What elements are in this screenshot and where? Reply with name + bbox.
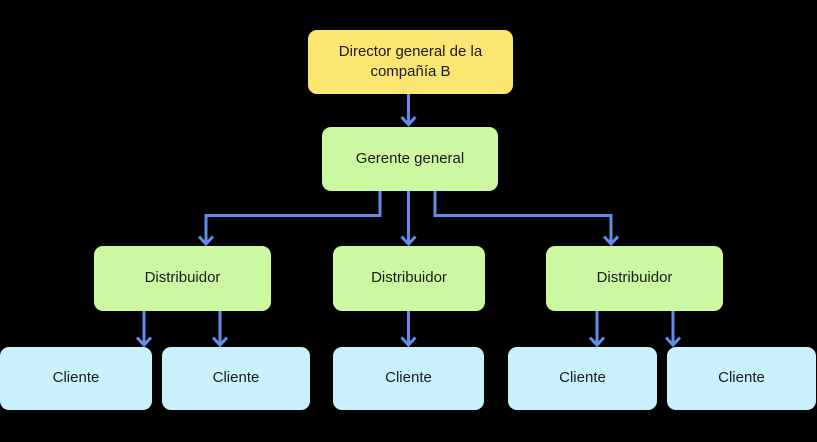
node-distribuidor-1-label: Distribuidor	[144, 269, 221, 287]
arrowhead-dist1-cli1	[135, 336, 153, 348]
edge-gerente-dist3	[433, 191, 613, 243]
node-gerente-general: Gerente general	[322, 127, 498, 191]
node-cliente-3: Cliente	[333, 347, 484, 410]
node-distribuidor-1: Distribuidor	[94, 246, 271, 311]
arrowhead-dist3-cli4	[588, 336, 606, 348]
node-director-general-label: Director general de la compañía B	[338, 42, 483, 80]
edge-gerente-dist1	[204, 191, 382, 243]
node-cliente-1: Cliente	[0, 347, 152, 410]
node-distribuidor-2-label: Distribuidor	[371, 269, 447, 287]
node-cliente-5: Cliente	[667, 347, 816, 410]
arrowhead-dist1-cli2	[211, 336, 229, 348]
connector-group	[135, 94, 682, 348]
node-gerente-general-label: Gerente general	[355, 149, 465, 167]
node-cliente-4: Cliente	[508, 347, 657, 410]
node-cliente-1-label: Cliente	[52, 369, 100, 387]
node-cliente-3-label: Cliente	[385, 369, 432, 387]
node-distribuidor-3-label: Distribuidor	[596, 269, 673, 287]
node-cliente-2: Cliente	[162, 347, 310, 410]
node-distribuidor-2: Distribuidor	[333, 246, 485, 311]
arrowhead-dist2-cli3	[400, 336, 417, 348]
arrowhead-gerente-dist2	[400, 235, 417, 247]
arrowhead-gerente-dist3	[602, 235, 620, 247]
node-distribuidor-3: Distribuidor	[546, 246, 723, 311]
arrowhead-dist3-cli5	[664, 336, 682, 348]
node-cliente-4-label: Cliente	[559, 369, 606, 387]
node-cliente-5-label: Cliente	[718, 369, 765, 387]
arrowhead-gerente-dist1	[197, 235, 215, 247]
arrowhead-director-gerente	[400, 115, 417, 127]
node-director-general: Director general de la compañía B	[308, 30, 513, 94]
node-cliente-2-label: Cliente	[212, 369, 260, 387]
